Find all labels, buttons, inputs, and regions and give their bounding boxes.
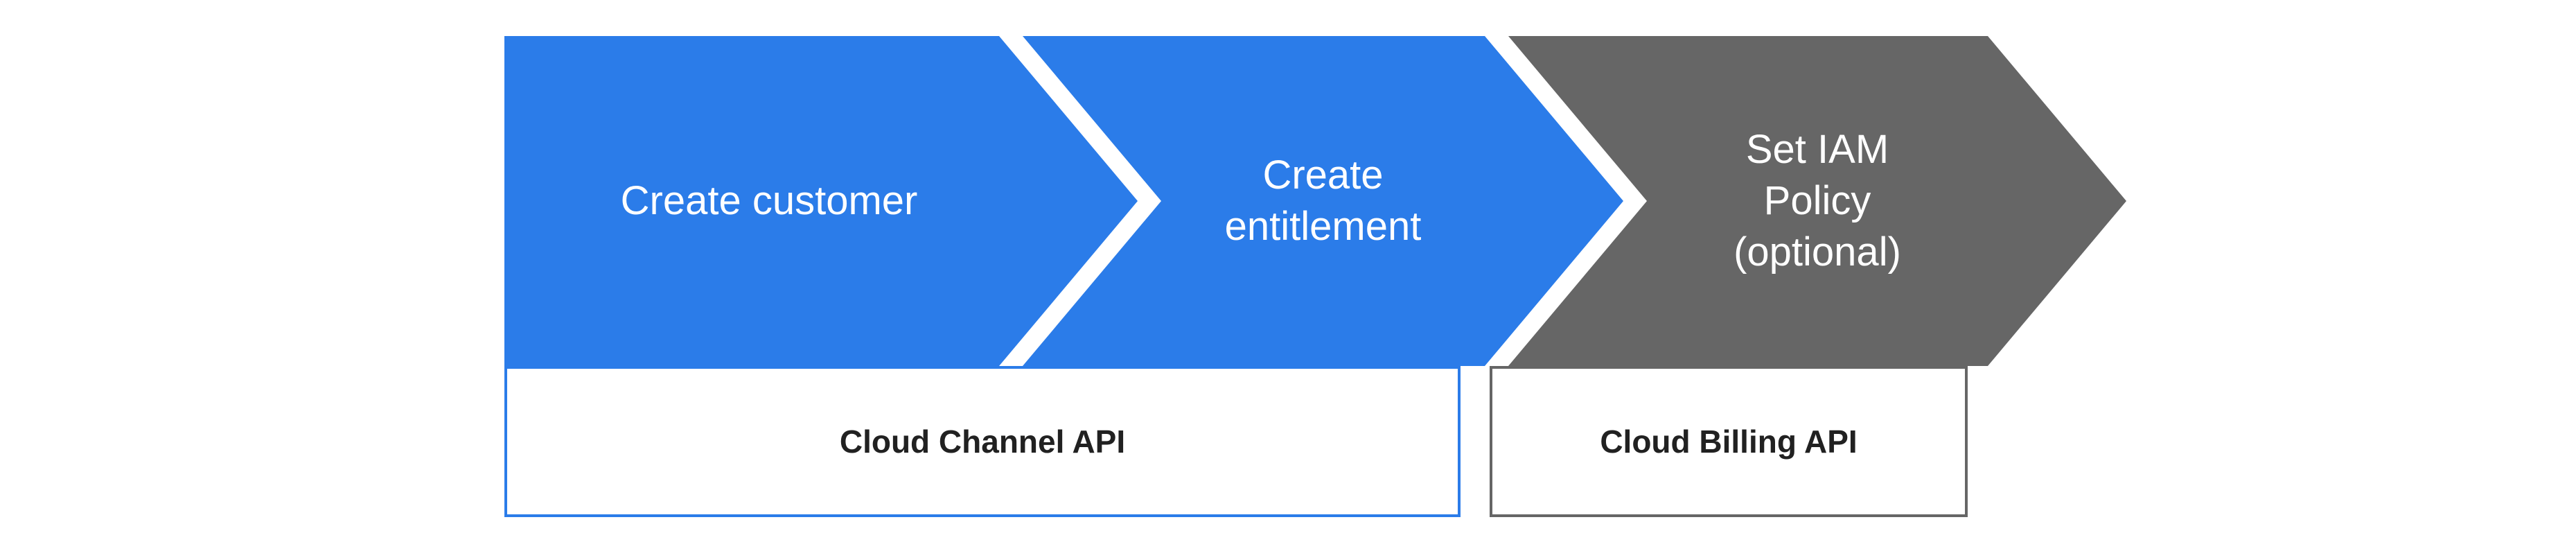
step-create-entitlement-label: Create entitlement [1224, 152, 1422, 249]
cloud-billing-api-group-box: Cloud Billing API [1490, 366, 1968, 517]
step-set-iam-policy-label: Set IAM Policy (optional) [1733, 126, 1901, 275]
cloud-billing-api-label: Cloud Billing API [1600, 424, 1858, 460]
cloud-channel-api-group-box: Cloud Channel API [504, 366, 1461, 517]
step-create-customer-chevron: Create customer [504, 36, 1138, 366]
cloud-channel-api-label: Cloud Channel API [839, 424, 1126, 460]
step-create-customer-label: Create customer [620, 177, 918, 223]
step-set-iam-policy-chevron: Set IAM Policy (optional) [1508, 36, 2126, 366]
